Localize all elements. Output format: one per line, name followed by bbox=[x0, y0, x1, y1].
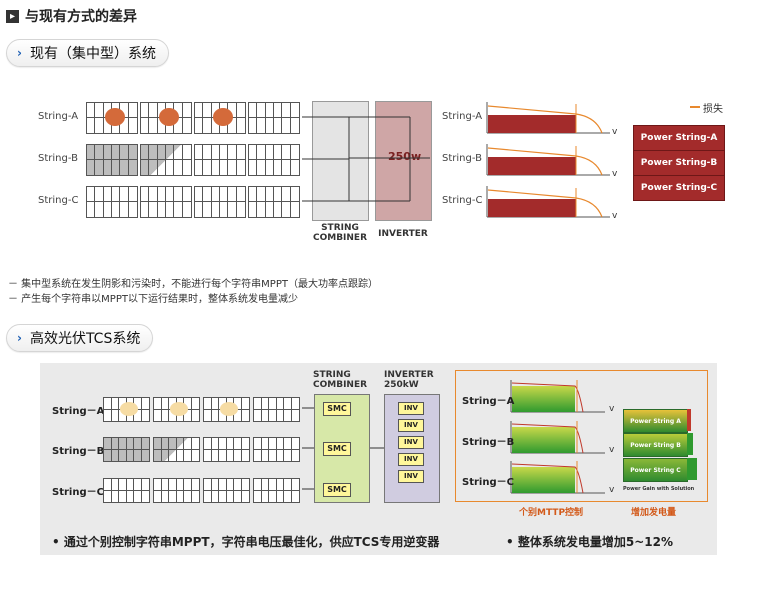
solar-panel bbox=[203, 437, 250, 462]
power-gain-block: Power String B bbox=[623, 433, 688, 457]
chevron-right-icon: › bbox=[17, 46, 22, 60]
v-label: v bbox=[612, 211, 618, 221]
output-string-label: String-B bbox=[442, 153, 482, 164]
gain-sliver bbox=[687, 458, 697, 480]
gain-sliver bbox=[687, 409, 691, 431]
note-2: － 产生每个字符串以MPPT以下运行结果时，整体系统发电量减少 bbox=[8, 294, 298, 305]
solar-panel bbox=[194, 186, 246, 218]
tcs-output-string-label: String－A bbox=[462, 396, 515, 407]
chevron-right-icon: › bbox=[17, 331, 22, 345]
solar-panel bbox=[140, 144, 192, 176]
inv-box: INV bbox=[398, 453, 424, 466]
combiner-label: STRING COMBINER bbox=[312, 223, 368, 243]
power-string-box: Power String-C bbox=[633, 175, 725, 201]
solar-panel bbox=[103, 478, 150, 503]
output-bar bbox=[488, 157, 576, 175]
section-title-conventional: › 现有（集中型）系统 bbox=[6, 39, 169, 67]
solar-panel bbox=[103, 437, 150, 462]
arrow-box-icon: ▸ bbox=[6, 9, 19, 23]
solar-panel bbox=[248, 102, 300, 134]
solar-panel bbox=[248, 144, 300, 176]
solar-panel bbox=[253, 397, 300, 422]
shading-spot bbox=[158, 108, 179, 127]
tcs-panel bbox=[40, 363, 717, 555]
shading-spot bbox=[212, 108, 233, 127]
solar-panel bbox=[153, 478, 200, 503]
shading-spot bbox=[219, 402, 238, 416]
power-string-box: Power String-A bbox=[633, 125, 725, 151]
output-bar bbox=[488, 199, 576, 217]
legend-loss: 损失 bbox=[703, 104, 723, 115]
solar-panel bbox=[203, 478, 250, 503]
solar-panel bbox=[86, 144, 138, 176]
section-title-tcs: › 高效光伏TCS系统 bbox=[6, 324, 154, 352]
caption-gain: 增加发电量 bbox=[631, 508, 677, 518]
solar-panel bbox=[140, 186, 192, 218]
shading-spot bbox=[104, 108, 125, 127]
smc-box: SMC bbox=[323, 442, 351, 456]
string-label: String-B bbox=[38, 153, 78, 164]
v-label: v bbox=[609, 485, 615, 495]
v-label: v bbox=[609, 404, 615, 414]
note-1: － 集中型系统在发生阴影和污染时，不能进行每个字符串MPPT（最大功率点跟踪） bbox=[8, 279, 378, 290]
power-gain-block: Power String A bbox=[623, 409, 688, 433]
solar-panel bbox=[153, 437, 200, 462]
string-label: String－A bbox=[52, 406, 105, 417]
power-string-box: Power String-B bbox=[633, 150, 725, 176]
output-bar bbox=[488, 115, 576, 133]
tcs-output-string-label: String－B bbox=[462, 437, 515, 448]
inv-box: INV bbox=[398, 402, 424, 415]
string-label: String－C bbox=[52, 487, 104, 498]
shading-spot bbox=[119, 402, 138, 416]
solar-panel bbox=[153, 397, 200, 422]
smc-box: SMC bbox=[323, 402, 351, 416]
inverter-label: INVERTER bbox=[378, 229, 428, 239]
inv-box: INV bbox=[398, 436, 424, 449]
bullet-left: • 通过个别控制字符串MPPT，字符串电压最佳化，供应TCS专用逆变器 bbox=[52, 535, 440, 549]
solar-panel bbox=[194, 144, 246, 176]
tcs-combiner-label: STRING COMBINER bbox=[313, 370, 368, 390]
solar-panel bbox=[253, 437, 300, 462]
solar-panel bbox=[194, 102, 246, 134]
solar-panel bbox=[86, 186, 138, 218]
page-title: 与现有方式的差异 bbox=[25, 9, 137, 25]
tcs-output-string-label: String－C bbox=[462, 477, 514, 488]
solar-panel bbox=[86, 102, 138, 134]
output-string-label: String-C bbox=[442, 195, 483, 206]
gain-sliver bbox=[687, 433, 693, 455]
solar-panel bbox=[203, 397, 250, 422]
string-label: String-C bbox=[38, 195, 79, 206]
v-label: v bbox=[612, 169, 618, 179]
inv-box: INV bbox=[398, 470, 424, 483]
tcs-inverter-label: INVERTER 250kW bbox=[384, 370, 434, 390]
solar-panel bbox=[140, 102, 192, 134]
solar-panel bbox=[103, 397, 150, 422]
section-title-text: 高效光伏TCS系统 bbox=[29, 331, 141, 347]
solar-panel bbox=[253, 478, 300, 503]
solar-panel bbox=[248, 186, 300, 218]
power-gain-block: Power String C bbox=[623, 458, 688, 482]
shading-spot bbox=[169, 402, 188, 416]
output-frame bbox=[455, 370, 708, 502]
page-header: ▸ 与现有方式的差异 bbox=[6, 6, 137, 26]
output-string-label: String-A bbox=[442, 111, 483, 122]
v-label: v bbox=[609, 445, 615, 455]
inverter-value: 250w bbox=[388, 150, 422, 163]
inv-box: INV bbox=[398, 419, 424, 432]
string-label: String－B bbox=[52, 446, 105, 457]
smc-box: SMC bbox=[323, 483, 351, 497]
v-label: v bbox=[612, 127, 618, 137]
section-title-text: 现有（集中型）系统 bbox=[29, 46, 156, 62]
power-gain-caption: Power Gain with Solution bbox=[623, 486, 695, 492]
bullet-right: • 整体系统发电量增加5~12% bbox=[506, 535, 673, 549]
string-label: String-A bbox=[38, 111, 79, 122]
caption-individual-mppt: 个别MTTP控制 bbox=[519, 508, 584, 518]
string-combiner-box bbox=[312, 101, 369, 221]
